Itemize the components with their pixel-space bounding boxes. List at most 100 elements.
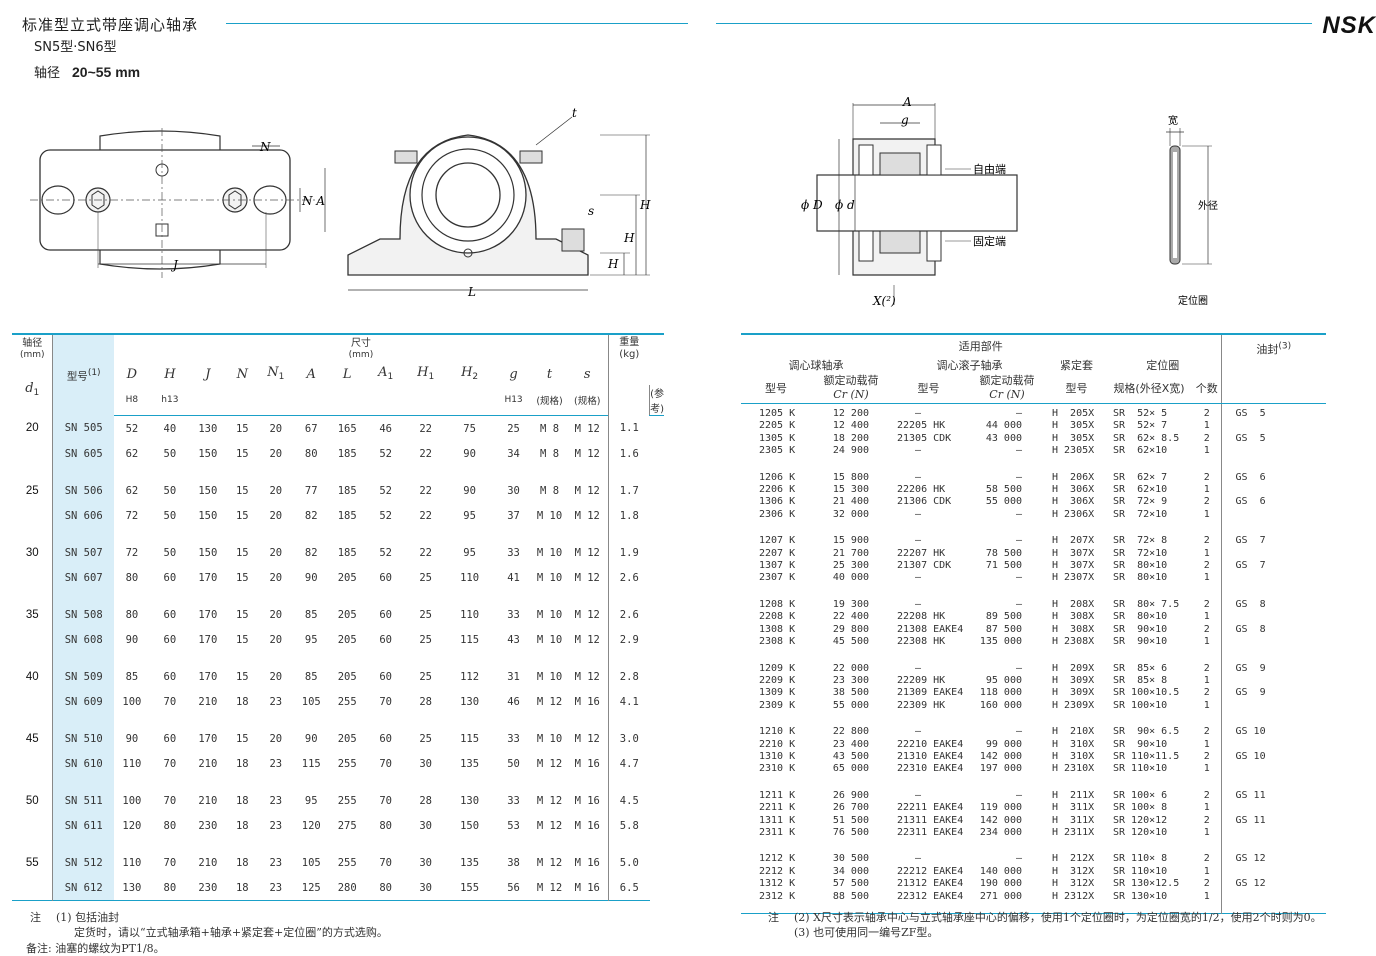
dimension-cell: 25 (507, 422, 520, 435)
col-model: 型号(1) (52, 334, 114, 416)
dimension-cell: 33 (507, 732, 520, 745)
nsk-logo: NSK (1322, 12, 1376, 39)
shaft-diameter: 20 (12, 415, 54, 441)
model-cell: SN 612 (52, 875, 114, 901)
cell-seal: GS 6 GS 6 (1235, 471, 1266, 508)
dimension-cell: 30 (419, 819, 432, 832)
dimension-cell: 135 (460, 757, 480, 770)
weight-cell: 1.7 (607, 478, 650, 503)
shaft-diameter (12, 875, 54, 901)
dimension-cell: 85 (304, 608, 318, 621)
col-ring-count: 个数 (1193, 373, 1222, 404)
cell-ball: 1212 K 2212 K 1312 K 2312 K (759, 853, 796, 902)
cell-seal: GS 9 GS 9 (1235, 662, 1266, 699)
cell-roller: – 22207 HK 21307 CDK – (897, 535, 952, 584)
dimension-cell: 15 (235, 571, 249, 584)
dimension-cell: 20 (269, 447, 283, 460)
cell-sleeve: H 211X H 311X H 311X H 2311X (1052, 789, 1095, 838)
dimension-cell: 80 (379, 819, 392, 832)
cell-rload: – 119 000 142 000 234 000 (979, 789, 1022, 838)
cell-sleeve: H 206X H 306X H 306X H 2306X (1052, 471, 1095, 520)
col-L: L (342, 366, 352, 382)
dimension-cell: M 12 (536, 819, 563, 832)
dimension-cell: 90 (304, 571, 318, 584)
dimension-cell: 205 (337, 633, 357, 646)
dim-label-phiD: ϕ D (801, 198, 823, 212)
dimension-cell: 110 (460, 571, 480, 584)
dimension-cell: 130 (198, 422, 218, 435)
cell-cnt: 2 1 2 1 (1193, 658, 1222, 723)
col-J: J (205, 366, 211, 382)
dimension-cell: 20 (269, 608, 283, 621)
dimension-cell: 22 (419, 422, 432, 435)
cell-sleeve: H 207X H 307X H 307X H 2307X (1052, 535, 1095, 584)
dimension-cell: 130 (460, 794, 480, 807)
cell-roller: – 22212 EAKE4 21312 EAKE4 22312 EAKE4 (897, 853, 964, 902)
cell-cnt: 2 1 2 1 (1193, 531, 1222, 595)
dimension-cell: M 10 (536, 633, 563, 646)
dimension-cell: M 12 (574, 422, 600, 435)
shaft-diameter: 25 (12, 478, 54, 503)
cell-roller: – 22208 HK 21308 EAKE4 22308 HK (897, 598, 964, 648)
weight-cell: 3.0 (607, 726, 650, 751)
sub-h13: h13 (149, 385, 190, 416)
dimension-cell: 60 (379, 732, 392, 745)
group-gap (12, 714, 664, 726)
dim-label-s: s (588, 204, 594, 218)
cell-ring: SR 80× 7.5 SR 80×10 SR 90×10 SR 90×10 (1113, 598, 1180, 648)
model-cell: SN 511 (52, 788, 114, 813)
dimension-cell: 25 (419, 670, 432, 683)
cell-roller: – 22206 HK 21306 CDK – (897, 471, 952, 520)
dimension-cell: 52 (379, 447, 392, 460)
cell-bload: 15 900 21 700 25 300 40 000 (832, 535, 869, 584)
cell-rload: – 140 000 190 000 271 000 (979, 853, 1022, 902)
dimension-cell: 105 (301, 856, 321, 869)
weight-cell: 2.6 (607, 602, 650, 627)
dimension-cell: 20 (269, 509, 283, 522)
shaft-diameter: 40 (12, 664, 54, 689)
dimension-cell: 230 (198, 819, 218, 832)
shaft-diameter (12, 503, 54, 528)
weight-cell: 2.8 (607, 664, 650, 689)
cell-roller: – 22205 HK 21305 CDK – (897, 408, 952, 457)
dimension-cell: 28 (419, 695, 432, 708)
dimension-cell: 15 (235, 633, 249, 646)
dimension-cell: 275 (337, 819, 357, 832)
dimension-cell: 52 (379, 484, 392, 497)
cell-ring: SR 62× 7 SR 62×10 SR 72× 9 SR 72×10 (1113, 471, 1168, 520)
dimension-cell: 165 (337, 422, 357, 435)
dimension-cell: 255 (337, 695, 357, 708)
dimension-cell: M 16 (574, 794, 600, 807)
col-H: H (164, 366, 176, 382)
model-cell: SN 506 (52, 478, 114, 503)
housing-top-view: J N N A (30, 128, 326, 278)
group-gap (12, 776, 664, 788)
cell-ball: 1211 K 2211 K 1311 K 2311 K (759, 789, 796, 838)
dimension-cell: 15 (235, 509, 249, 522)
cell-bload: 22 800 23 400 43 500 65 000 (832, 726, 869, 775)
shaft-range-label: 轴径 (34, 66, 61, 81)
dimension-cell: 112 (460, 670, 480, 683)
dim-label-NA1: N A (301, 194, 325, 208)
cell-bload: 19 300 22 400 29 800 45 500 (832, 598, 869, 648)
dimension-cell: 15 (235, 546, 249, 559)
dimension-cell: M 12 (536, 695, 563, 708)
col-A1: A (378, 365, 388, 381)
dimension-cell: 90 (125, 732, 139, 745)
dimension-cell: 60 (163, 633, 177, 646)
weight-cell: 1.9 (607, 540, 650, 565)
shaft-diameter: 35 (12, 602, 54, 627)
dimension-cell: M 16 (574, 881, 600, 894)
dimension-cell: 150 (460, 819, 480, 832)
model-cell: SN 512 (52, 850, 114, 875)
col-g: g (509, 366, 518, 382)
